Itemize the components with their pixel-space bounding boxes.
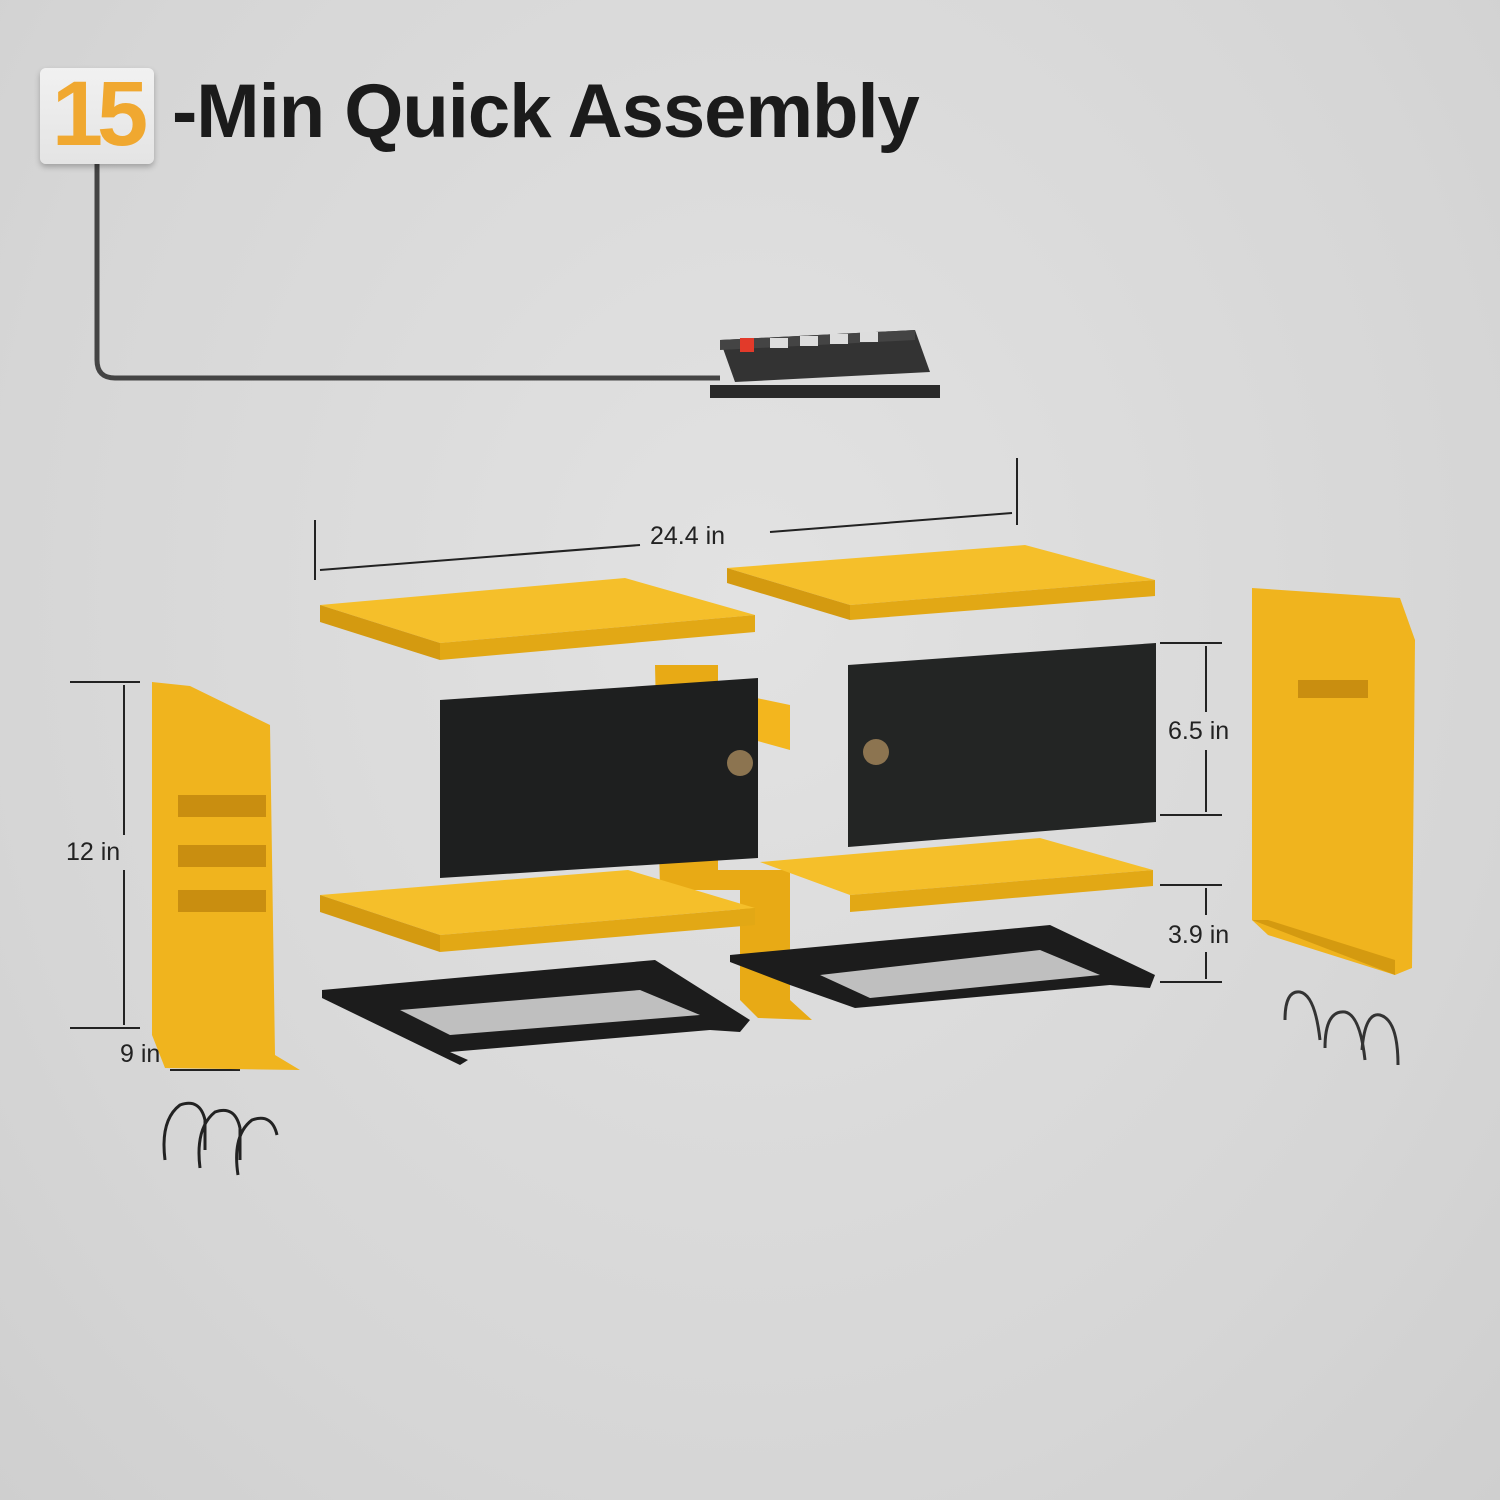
s-hooks-right-icon	[1283, 990, 1400, 1066]
side-depth-label: 9 in	[120, 1040, 161, 1068]
left-side-panel	[152, 682, 300, 1070]
power-cord	[94, 130, 720, 381]
door-height-label: 6.5 in	[1168, 717, 1230, 745]
dimension-lines	[70, 458, 1222, 1071]
right-side-panel	[1252, 588, 1415, 975]
width-label: 24.4 in	[650, 522, 726, 550]
bottom-shelf-right	[760, 838, 1153, 912]
top-shelf-right	[727, 545, 1155, 620]
door-left	[440, 678, 758, 878]
drill-rack-left	[322, 960, 750, 1065]
drill-rack-height-label: 3.9 in	[1168, 921, 1230, 949]
timer-badge: 15	[40, 63, 154, 165]
top-shelf-left	[320, 578, 755, 660]
door-right	[848, 643, 1156, 847]
drill-rack-right	[730, 925, 1155, 1008]
side-height-label: 12 in	[66, 838, 121, 866]
badge-number: 15	[51, 63, 148, 165]
page-title: -Min Quick Assembly	[172, 69, 920, 154]
power-strip-icon	[710, 330, 940, 398]
bottom-shelf-left	[320, 870, 755, 952]
s-hooks-left-icon	[162, 1101, 279, 1176]
